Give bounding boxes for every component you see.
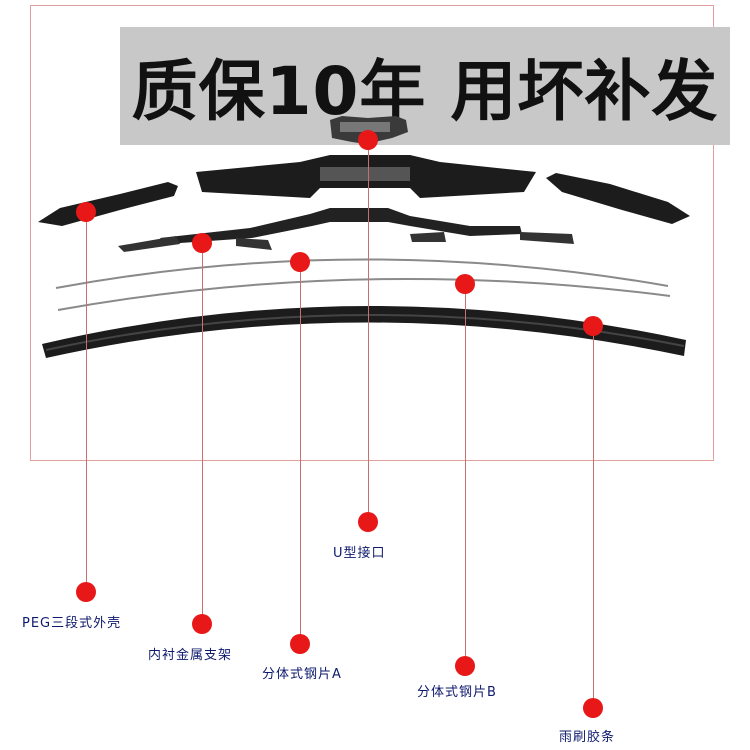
rubber-strip-part [42,305,686,358]
shell-center-window [320,167,410,181]
steel-strip-a-part [55,258,669,289]
marker-dot-rubber-bottom [583,698,603,718]
bracket-claw-mid-left [236,238,272,250]
bracket-claw-left [118,236,180,252]
marker-dot-steel-b-top [455,274,475,294]
leader-line-bracket [202,243,203,624]
marker-dot-bracket-top [192,233,212,253]
leader-line-u-connector [368,140,369,522]
leader-line-shell [86,212,87,592]
marker-dot-steel-b-bottom [455,656,475,676]
photo-frame [30,5,714,461]
u-connector-slot [340,122,390,132]
label-u-connector: U型接口 [333,546,386,561]
warranty-banner: 质保10年 用坏补发 [120,27,730,145]
shell-left-part [38,182,178,226]
bracket-part [160,208,522,244]
label-rubber: 雨刷胶条 [559,730,616,745]
bracket-claw-right [520,232,574,244]
label-steel-a: 分体式钢片A [262,667,342,682]
marker-dot-u-connector-bottom [358,512,378,532]
marker-dot-u-connector-top [358,130,378,150]
steel-strip-b-part [57,277,671,311]
marker-dot-shell-bottom [76,582,96,602]
leader-line-rubber [593,326,594,708]
banner-text: 质保10年 用坏补发 [131,53,719,130]
marker-dot-rubber-top [583,316,603,336]
leader-line-steel-b [465,284,466,666]
shell-right-part [546,173,690,224]
bracket-claw-mid-right [410,232,446,242]
marker-dot-shell-top [76,202,96,222]
leader-line-steel-a [300,262,301,644]
label-shell: PEG三段式外壳 [22,616,122,631]
label-steel-b: 分体式钢片B [417,685,497,700]
marker-dot-steel-a-bottom [290,634,310,654]
label-bracket: 内衬金属支架 [148,648,233,663]
marker-dot-bracket-bottom [192,614,212,634]
marker-dot-steel-a-top [290,252,310,272]
